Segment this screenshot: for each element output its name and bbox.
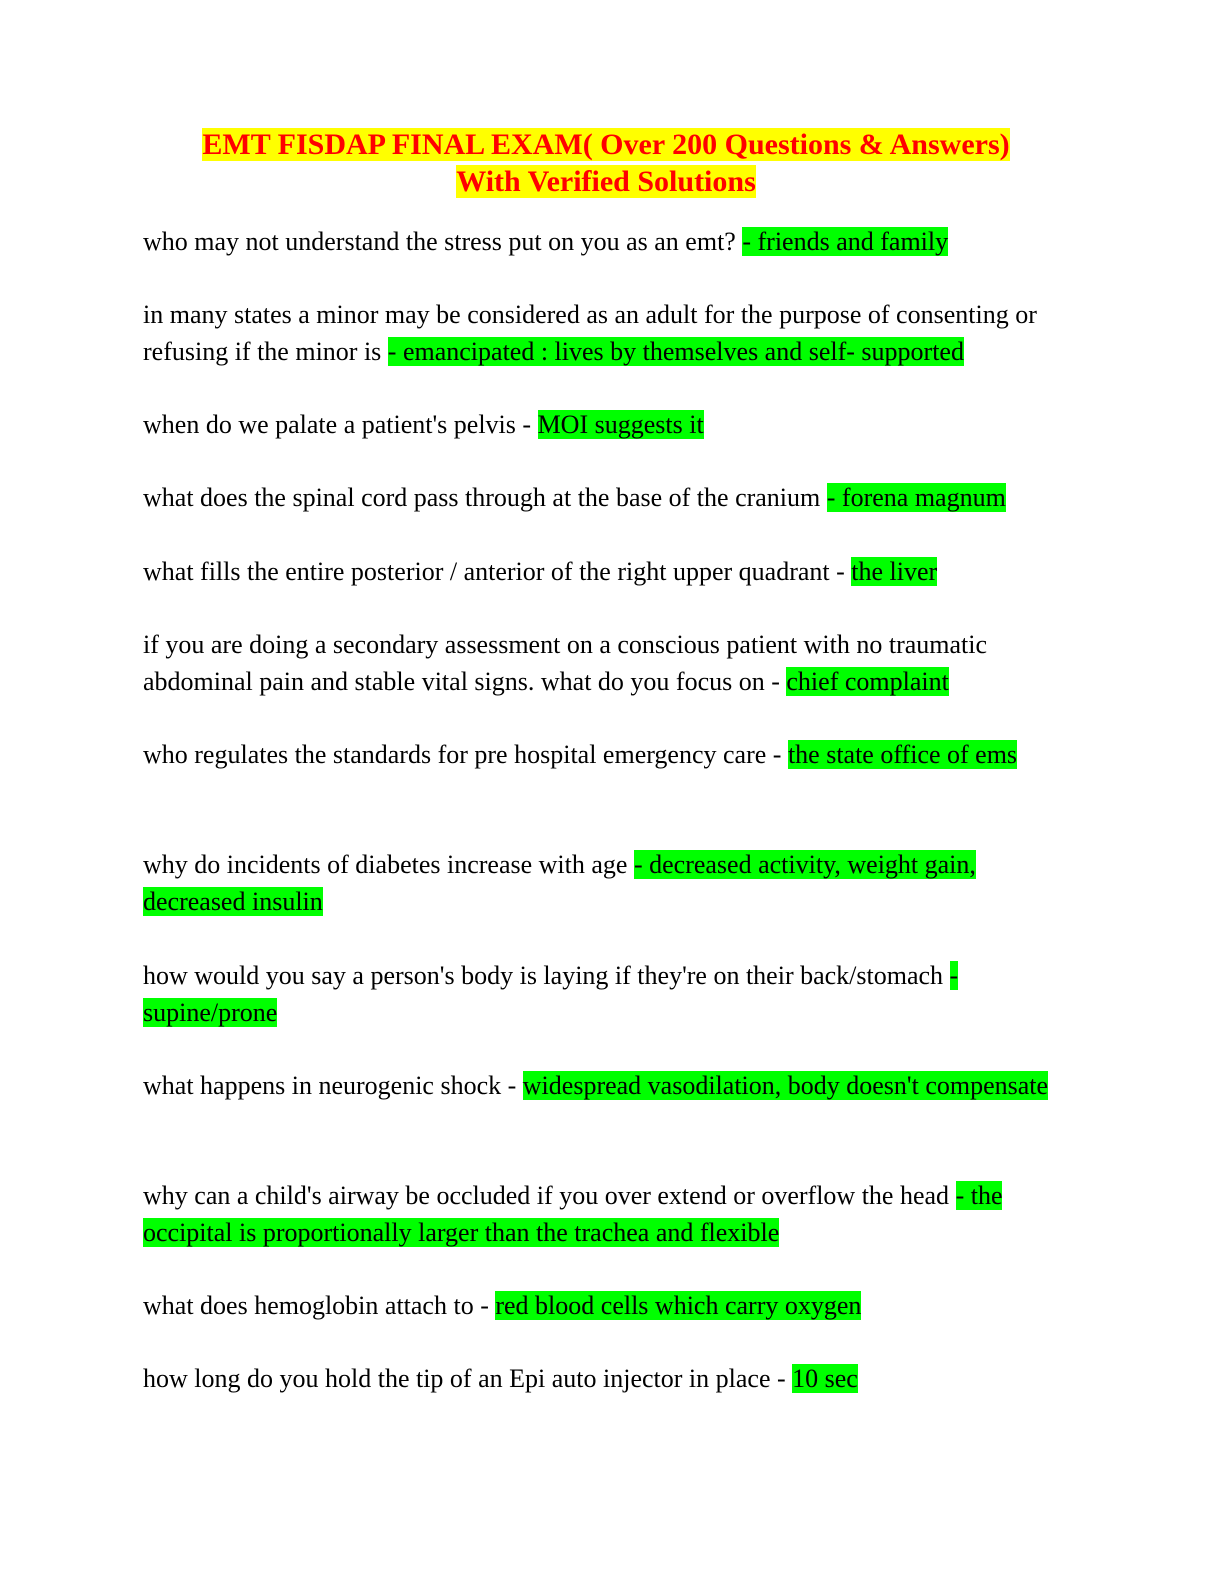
title-line-1: EMT FISDAP FINAL EXAM( Over 200 Question… — [0, 126, 1212, 163]
qa-item-3: when do we palate a patient's pelvis - M… — [143, 406, 1078, 443]
question-text: what happens in neurogenic shock - — [143, 1071, 523, 1100]
title-line-2: With Verified Solutions — [0, 163, 1212, 200]
question-text: how long do you hold the tip of an Epi a… — [143, 1364, 793, 1393]
qa-item-9: how would you say a person's body is lay… — [143, 957, 1078, 1031]
answer-text: chief complaint — [786, 667, 949, 696]
answer-text: the state office of ems — [787, 740, 1018, 769]
question-text: why can a child's airway be occluded if … — [143, 1181, 956, 1210]
title-line-2-text: With Verified Solutions — [456, 165, 756, 198]
qa-item-2: in many states a minor may be considered… — [143, 296, 1078, 370]
title-line-1-text: EMT FISDAP FINAL EXAM( Over 200 Question… — [202, 128, 1010, 161]
answer-text: 10 sec — [792, 1364, 858, 1393]
question-text: in many states a minor may be considered… — [143, 300, 1037, 366]
qa-item-7: who regulates the standards for pre hosp… — [143, 736, 1078, 773]
answer-text: MOI suggests it — [537, 410, 704, 439]
qa-item-6: if you are doing a secondary assessment … — [143, 626, 1078, 700]
question-text: what fills the entire posterior / anteri… — [143, 557, 852, 586]
question-text: how would you say a person's body is lay… — [143, 961, 950, 990]
qa-item-13: how long do you hold the tip of an Epi a… — [143, 1360, 1078, 1397]
question-text: what does hemoglobin attach to - — [143, 1291, 496, 1320]
question-text: what does the spinal cord pass through a… — [143, 483, 827, 512]
answer-text: - emancipated : lives by themselves and … — [387, 337, 964, 366]
question-text: why do incidents of diabetes increase wi… — [143, 850, 634, 879]
document-title: EMT FISDAP FINAL EXAM( Over 200 Question… — [0, 126, 1212, 200]
answer-text: red blood cells which carry oxygen — [495, 1291, 862, 1320]
question-text: if you are doing a secondary assessment … — [143, 630, 988, 696]
question-text: when do we palate a patient's pelvis - — [143, 410, 538, 439]
answer-text: widespread vasodilation, body doesn't co… — [522, 1071, 1049, 1100]
answer-text: - friends and family — [742, 227, 949, 256]
answer-text: the liver — [851, 557, 938, 586]
question-text: who may not understand the stress put on… — [143, 227, 743, 256]
qa-item-5: what fills the entire posterior / anteri… — [143, 553, 1078, 590]
question-text: who regulates the standards for pre hosp… — [143, 740, 788, 769]
qa-item-4: what does the spinal cord pass through a… — [143, 479, 1078, 516]
answer-text: - forena magnum — [826, 483, 1006, 512]
qa-item-11: why can a child's airway be occluded if … — [143, 1177, 1078, 1251]
qa-item-1: who may not understand the stress put on… — [143, 223, 1078, 260]
qa-item-8: why do incidents of diabetes increase wi… — [143, 846, 1078, 920]
qa-item-12: what does hemoglobin attach to - red blo… — [143, 1287, 1078, 1324]
qa-item-10: what happens in neurogenic shock - wides… — [143, 1067, 1078, 1104]
